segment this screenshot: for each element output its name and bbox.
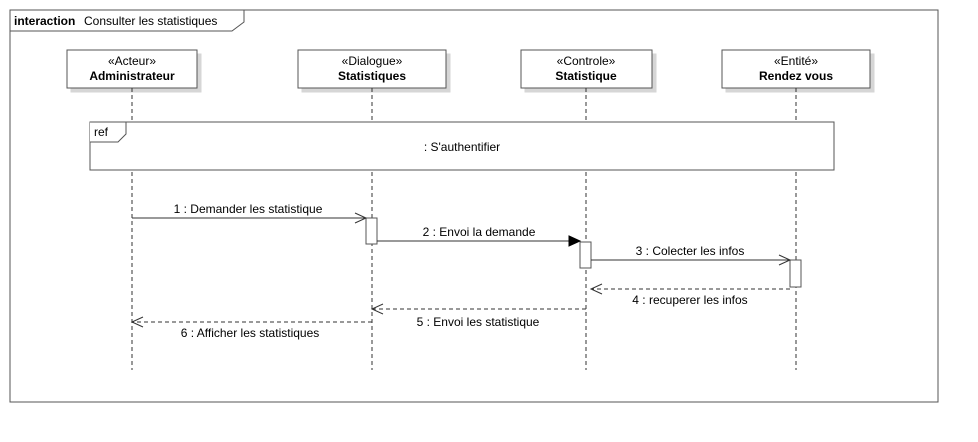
ref-box <box>89 121 835 171</box>
ref-fragment: ref : S'authentifier <box>89 121 835 171</box>
lifeline-administrateur: «Acteur» Administrateur <box>66 49 198 370</box>
arrow-head-open <box>354 212 368 224</box>
arrow-head-filled <box>568 235 582 247</box>
lifeline-stereotype: «Entité» <box>774 54 818 68</box>
lifeline-name: Administrateur <box>89 69 175 83</box>
message-label: 2 : Envoi la demande <box>423 225 536 239</box>
ref-tab <box>90 121 127 143</box>
lifeline-statistique: «Controle» Statistique <box>520 49 653 370</box>
activation-bar-rendez-vous <box>789 259 802 288</box>
lifeline-head-rendez-vous <box>721 49 871 89</box>
lifeline-stereotype: «Dialogue» <box>342 54 403 68</box>
message-2: 2 : Envoi la demande <box>377 225 582 247</box>
frame-name: Consulter les statistiques <box>84 14 217 28</box>
activation-bar-statistiques <box>365 217 378 245</box>
lifeline-stereotype: «Controle» <box>557 54 616 68</box>
message-label: 1 : Demander les statistique <box>174 202 323 216</box>
lifeline-name: Statistiques <box>338 69 406 83</box>
lifeline-head-statistique <box>520 49 653 89</box>
message-3: 3 : Colecter les infos <box>591 244 792 266</box>
frame-tab <box>9 9 245 32</box>
ref-text: : S'authentifier <box>424 140 500 154</box>
lifeline-head-statistiques <box>297 49 447 89</box>
lifeline-statistiques: «Dialogue» Statistiques <box>297 49 447 370</box>
arrow-head-open <box>589 283 603 295</box>
activation-bar-statistique <box>579 241 592 269</box>
lifeline-name: Rendez vous <box>759 69 833 83</box>
lifeline-name: Statistique <box>555 69 617 83</box>
lifeline-stereotype: «Acteur» <box>108 54 156 68</box>
message-label: 6 : Afficher les statistiques <box>181 326 320 340</box>
arrow-head-open <box>778 254 792 266</box>
lifeline-rendez-vous: «Entité» Rendez vous <box>721 49 871 370</box>
message-6: 6 : Afficher les statistiques <box>130 316 372 340</box>
message-label: 4 : recuperer les infos <box>632 293 747 307</box>
message-4: 4 : recuperer les infos <box>589 283 790 307</box>
message-5: 5 : Envoi les statistique <box>370 303 586 329</box>
arrow-head-open <box>370 303 384 315</box>
arrow-head-open <box>130 316 144 328</box>
frame-keyword: interaction <box>14 14 75 28</box>
message-label: 3 : Colecter les infos <box>636 244 745 258</box>
message-1: 1 : Demander les statistique <box>132 202 368 224</box>
ref-label: ref <box>94 125 109 139</box>
message-label: 5 : Envoi les statistique <box>417 315 540 329</box>
